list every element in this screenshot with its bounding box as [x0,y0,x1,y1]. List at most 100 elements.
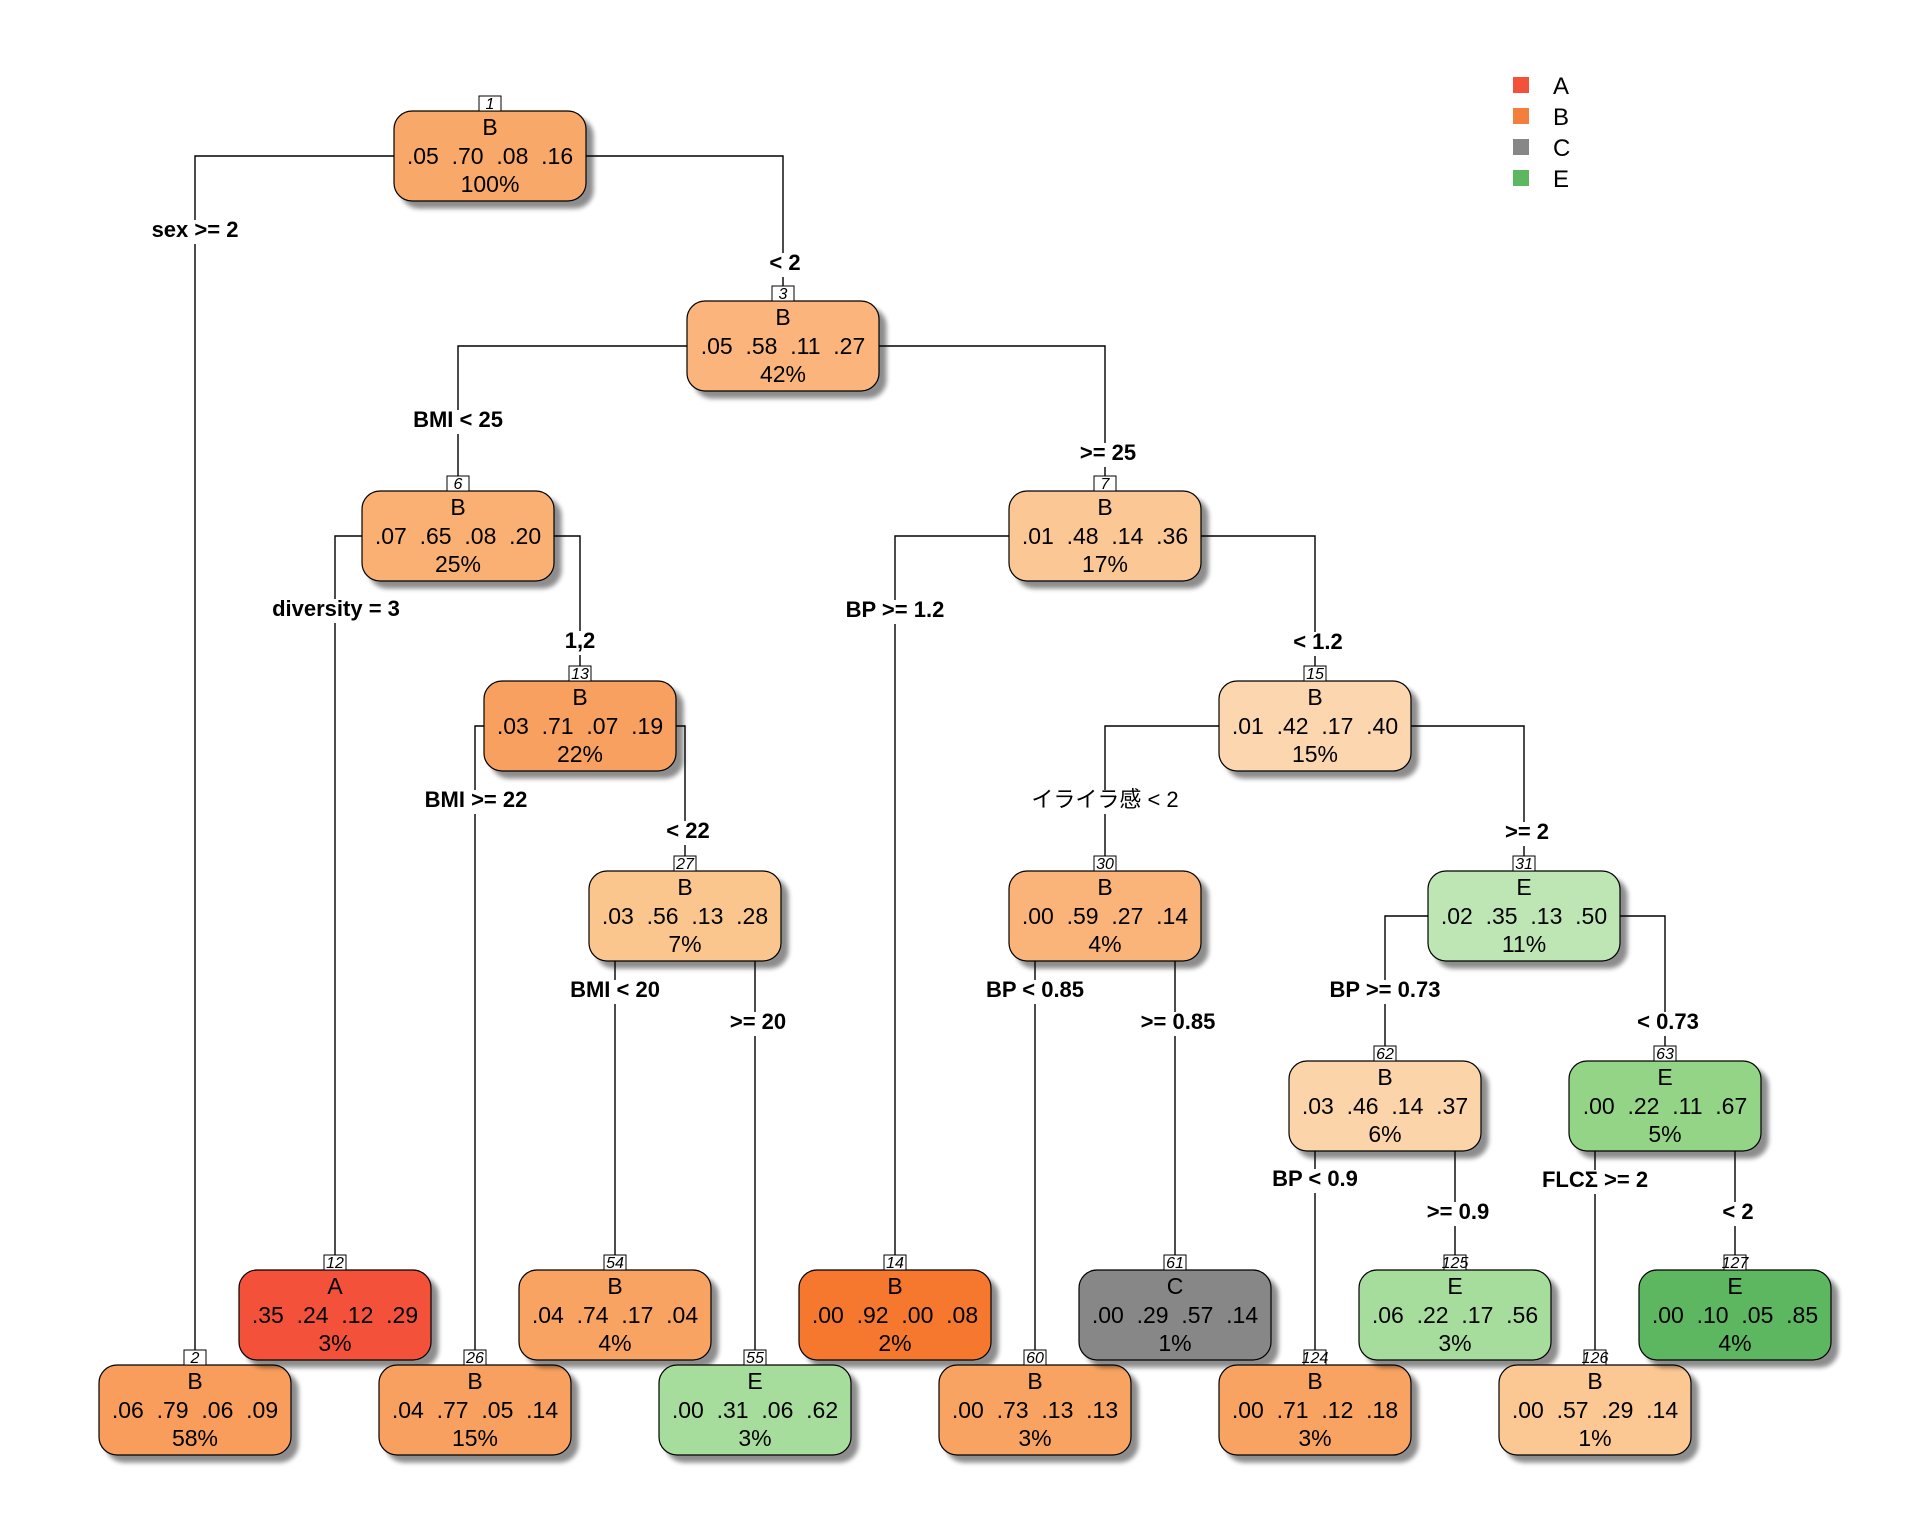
edge-line-7-15 [1201,535,1316,666]
edge-label-bg [1713,1202,1763,1226]
edge-line-7-14 [894,535,1009,1255]
node-number-box [1093,855,1117,872]
node-class: B [1027,1368,1042,1394]
node-class: B [1097,874,1112,900]
node-percentage: 3% [318,1330,351,1356]
legend-label-A: A [1553,73,1569,100]
edge-label-bg [1625,1012,1711,1036]
node-number-box [323,1254,347,1271]
node-percentage: 7% [668,931,701,957]
node-class: B [1587,1368,1602,1394]
node-number-box [1023,1349,1047,1366]
tree-node-60: 60B.00 .73 .13 .133% [938,1349,1132,1456]
edge-line-15-31 [1411,725,1525,856]
node-percentage: 1% [1158,1330,1191,1356]
node-probabilities: .06 .79 .06 .09 [112,1397,278,1423]
node-class: B [887,1273,902,1299]
node-class: B [1307,1368,1322,1394]
node-number-box [1443,1254,1467,1271]
node-probabilities: .03 .56 .13 .28 [602,903,768,929]
node-probabilities: .05 .58 .11 .27 [701,333,866,359]
node-class: B [1377,1064,1392,1090]
edge-line-27-55 [754,915,781,1350]
node-class: E [1657,1064,1672,1090]
edge-line-31-63 [1620,915,1666,1046]
node-class: E [1516,874,1531,900]
legend-label-B: B [1553,104,1569,131]
node-number-box [673,855,697,872]
tree-node-30: 30B.00 .59 .27 .144% [1008,855,1202,962]
edge-line-6-13 [554,535,581,666]
edge-line-1-3 [586,155,784,286]
node-probabilities: .00 .29 .57 .14 [1092,1302,1258,1328]
node-probabilities: .01 .48 .14 .36 [1022,523,1188,549]
node-percentage: 100% [461,171,520,197]
edge-label: < 0.73 [1637,1009,1699,1034]
node-class: E [747,1368,762,1394]
edge-label: BP >= 1.2 [846,597,945,622]
node-class: B [775,304,790,330]
edge-label-bg [1496,822,1558,846]
node-number-box [1583,1349,1607,1366]
legend-label-C: C [1553,135,1570,162]
node-number: 125 [1442,1255,1469,1272]
edge-label: BP < 0.85 [986,977,1084,1002]
edge-line-1-2 [194,155,394,1350]
node-number: 61 [1166,1255,1184,1272]
tree-node-55: 55E.00 .31 .06 .623% [658,1349,852,1456]
edge-line-13-26 [474,725,484,1350]
node-percentage: 22% [557,741,603,767]
node-number-box [1303,1349,1327,1366]
node-probabilities: .02 .35 .13 .50 [1441,903,1607,929]
node-number: 60 [1026,1350,1044,1367]
node-number: 1 [486,96,495,113]
node-percentage: 17% [1082,551,1128,577]
node-number: 7 [1101,476,1111,493]
edge-label: >= 25 [1080,440,1136,465]
edge-label: BMI >= 22 [425,787,528,812]
node-number: 124 [1302,1350,1329,1367]
node-number: 14 [886,1255,904,1272]
tree-node-14: 14B.00 .92 .00 .082% [798,1254,992,1361]
edge-label-bg [657,821,719,845]
tree-node-54: 54B.04 .74 .17 .044% [518,1254,712,1361]
edge-label: < 22 [666,818,709,843]
node-number-box [743,1349,767,1366]
node-probabilities: .00 .22 .11 .67 [1583,1093,1748,1119]
edge-line-30-61 [1174,915,1201,1255]
edge-line-13-27 [676,725,686,856]
node-percentage: 5% [1648,1121,1681,1147]
edge-label-bg [415,790,537,814]
node-number: 54 [606,1255,624,1272]
node-probabilities: .00 .59 .27 .14 [1022,903,1188,929]
node-percentage: 1% [1578,1425,1611,1451]
node-number-box [183,1349,207,1366]
node-percentage: 58% [172,1425,218,1451]
legend-swatch-A [1513,77,1529,93]
tree-node-27: 27B.03 .56 .13 .287% [588,855,782,962]
node-number-box [463,1349,487,1366]
edge-label-bg [834,600,956,624]
node-number: 2 [190,1350,200,1367]
edge-label-bg [251,599,421,623]
node-number: 13 [571,666,589,683]
node-class: E [1447,1273,1462,1299]
node-probabilities: .00 .10 .05 .85 [1652,1302,1818,1328]
legend-label-E: E [1553,166,1569,193]
edge-label: >= 0.9 [1427,1199,1489,1224]
edge-label: diversity = 3 [272,596,400,621]
node-percentage: 6% [1368,1121,1401,1147]
node-number-box [603,1254,627,1271]
node-number-box [478,95,502,112]
